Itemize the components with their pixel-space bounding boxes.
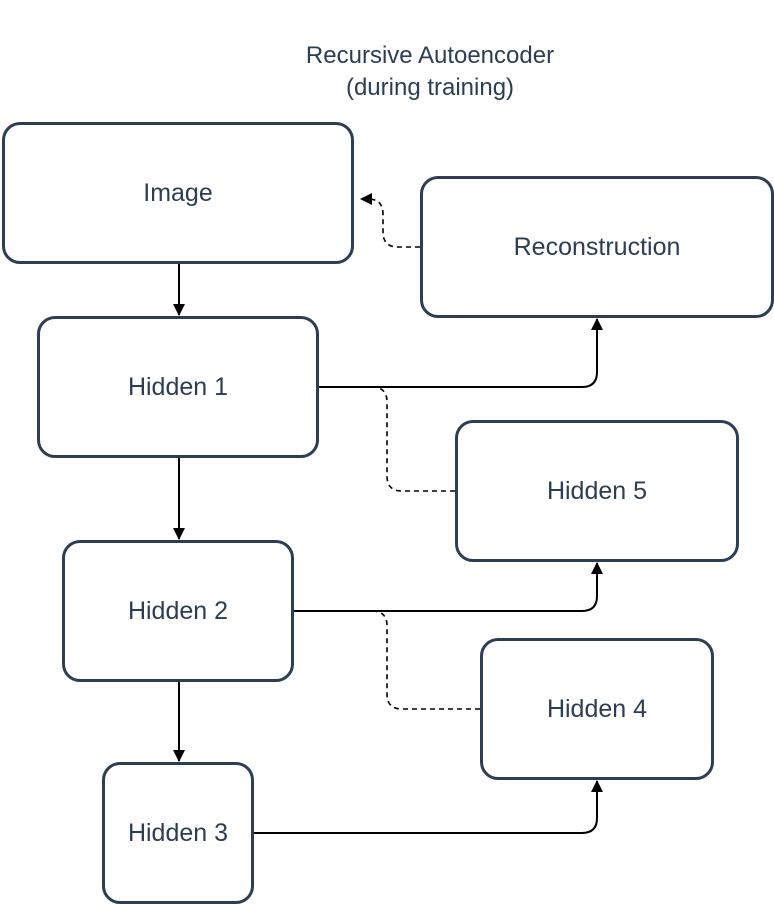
edge-hidden1-reconstruction: [308, 318, 603, 393]
diagram-title: Recursive Autoencoder (during training): [230, 40, 630, 104]
node-hidden-1-label: Hidden 1: [127, 372, 229, 401]
title-line-2: (during training): [345, 74, 515, 101]
node-image: Image: [2, 122, 354, 264]
node-reconstruction: Reconstruction: [420, 176, 774, 318]
node-hidden-2: Hidden 2: [62, 540, 294, 682]
node-reconstruction-label: Reconstruction: [513, 232, 681, 261]
dashed-hidden5-to-edge: [371, 386, 455, 492]
dashed-hidden4-to-edge: [371, 610, 480, 710]
node-hidden-5-label: Hidden 5: [546, 476, 648, 505]
node-hidden-5: Hidden 5: [455, 420, 739, 562]
node-image-label: Image: [143, 178, 213, 207]
dashed-reconstruction-to-image: [360, 193, 420, 248]
title-line-1: Recursive Autoencoder: [305, 42, 555, 69]
node-hidden-3: Hidden 3: [102, 762, 254, 904]
node-hidden-4-label: Hidden 4: [546, 694, 648, 723]
edge-hidden3-to-hidden4: [254, 780, 603, 834]
node-hidden-2-label: Hidden 2: [127, 596, 229, 625]
node-hidden-1: Hidden 1: [37, 316, 319, 458]
node-hidden-4: Hidden 4: [480, 638, 714, 780]
node-hidden-3-label: Hidden 3: [127, 818, 229, 847]
edge-hidden2-hidden5: [283, 562, 603, 617]
